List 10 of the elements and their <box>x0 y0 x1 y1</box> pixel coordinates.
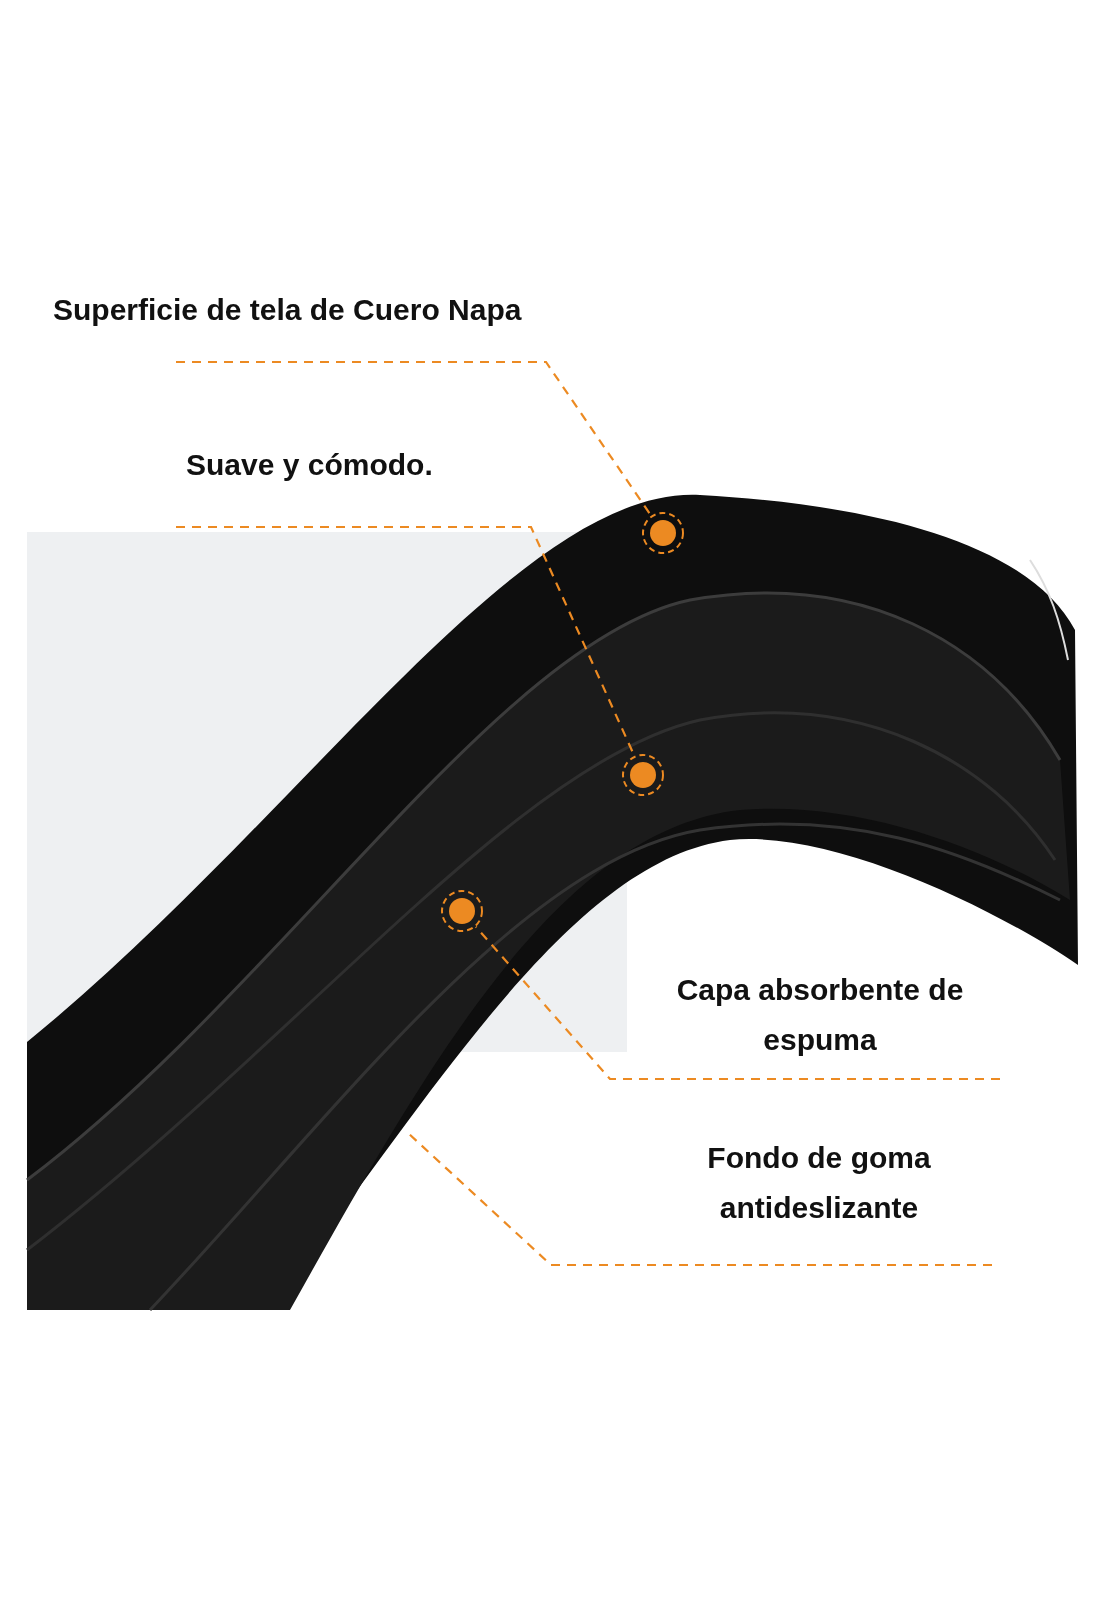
layer-label: Suave y cómodo. <box>186 447 434 483</box>
layer-label: Superficie de tela de Cuero Napa <box>53 292 523 328</box>
leader-line <box>407 1132 992 1267</box>
marker-dot <box>641 511 685 555</box>
layer-label: Capa absorbente de espuma <box>675 972 965 1058</box>
layer-label: Fondo de goma antideslizante <box>706 1140 932 1226</box>
marker-dot <box>621 753 665 797</box>
leader-line <box>475 926 1000 1081</box>
marker-dot <box>440 889 484 933</box>
leader-line <box>176 360 653 517</box>
